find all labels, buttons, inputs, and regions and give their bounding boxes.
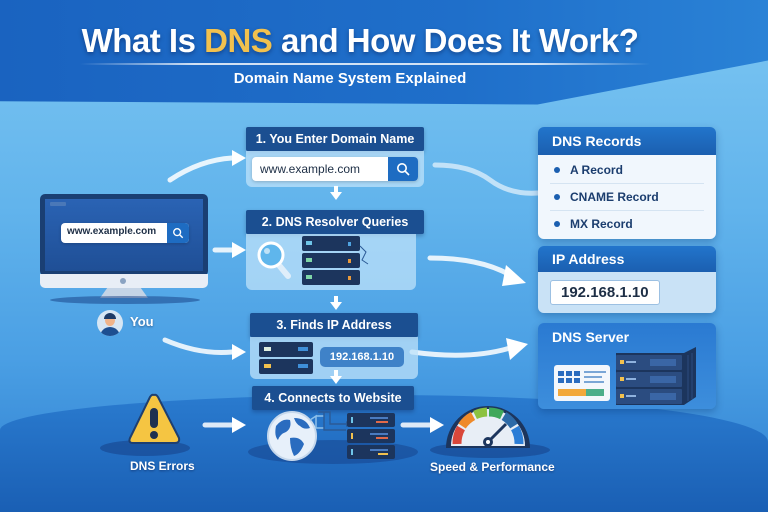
monitor: www.example.com	[40, 194, 208, 306]
arrow-step3-to-server	[409, 345, 513, 358]
arrowhead	[232, 344, 246, 360]
web-server-icon	[347, 413, 395, 459]
step-1-body: www.example.com	[246, 151, 424, 187]
arrow-step1-to-records	[432, 162, 541, 196]
dns-records-title: DNS Records	[538, 127, 716, 155]
resolver-server-icon	[302, 236, 369, 285]
server-icon	[259, 342, 313, 374]
browser-search-bar[interactable]: www.example.com	[61, 223, 189, 243]
step-2-title: 2. DNS Resolver Queries	[246, 210, 424, 234]
page-title: What Is DNS and How Does It Work?	[0, 22, 720, 60]
arrow-step2-to-ip	[427, 255, 513, 278]
monitor-screen: www.example.com	[40, 194, 208, 276]
step-4: 4. Connects to Website	[252, 386, 414, 410]
search-icon[interactable]	[167, 223, 189, 243]
arrowhead	[232, 150, 246, 166]
step-2: 2. DNS Resolver Queries	[246, 210, 424, 290]
dashboard-card-icon	[554, 365, 610, 401]
monitor-stand	[100, 288, 148, 298]
title-highlight: DNS	[204, 22, 273, 59]
step-3-title: 3. Finds IP Address	[250, 313, 418, 337]
globe-icon	[267, 411, 324, 461]
arrow-user-to-step1	[167, 155, 235, 183]
arrow-user-to-step3	[162, 337, 235, 355]
arrowhead	[502, 265, 526, 286]
page-subtitle: Domain Name System Explained	[233, 70, 467, 87]
dns-server-icon	[616, 347, 696, 405]
ip-address-title: IP Address	[538, 246, 716, 272]
ip-address-body: 192.168.1.10	[538, 272, 716, 313]
dns-server-title: DNS Server	[552, 329, 630, 345]
title-divider	[80, 63, 650, 65]
warning-icon	[128, 393, 181, 444]
monitor-shadow	[50, 296, 200, 304]
ip-address-value: 192.168.1.10	[550, 280, 660, 305]
dns-server-panel: DNS Server	[538, 323, 716, 409]
arrow-down-icon	[330, 370, 342, 384]
arrow-down-icon	[330, 296, 342, 310]
dns-records-list: A Record CNAME Record MX Record	[538, 155, 716, 239]
dns-record-item: CNAME Record	[550, 184, 704, 211]
step-1-title: 1. You Enter Domain Name	[246, 127, 424, 151]
speed-performance-label: Speed & Performance	[430, 460, 555, 474]
browser-url-text: www.example.com	[67, 226, 157, 237]
step-2-body	[246, 234, 416, 290]
title-text-pre: What Is	[81, 22, 205, 59]
resolved-ip-chip: 192.168.1.10	[320, 347, 404, 367]
ip-address-panel: IP Address 192.168.1.10	[538, 246, 716, 313]
monitor-chin	[40, 274, 208, 288]
speedometer-icon	[446, 406, 530, 448]
dns-records-panel: DNS Records A Record CNAME Record MX Rec…	[538, 127, 716, 239]
user-avatar	[97, 310, 123, 336]
search-icon[interactable]	[388, 157, 418, 181]
dns-record-item: A Record	[550, 157, 704, 184]
arrowhead	[430, 417, 444, 433]
step-4-title: 4. Connects to Website	[252, 386, 414, 410]
window-dots	[50, 202, 66, 206]
network-lines-icon	[318, 411, 350, 431]
arrowhead	[506, 338, 528, 360]
title-text-post: and How Does It Work?	[272, 22, 639, 59]
magnifier-icon	[257, 241, 291, 279]
domain-search-bar[interactable]: www.example.com	[252, 157, 418, 181]
arrow-down-icon	[330, 186, 342, 200]
arrowhead	[232, 242, 246, 258]
dns-errors-label: DNS Errors	[130, 459, 195, 473]
step-1: 1. You Enter Domain Name www.example.com	[246, 127, 424, 187]
dns-record-item: MX Record	[550, 211, 704, 237]
arrowhead	[232, 417, 246, 433]
user-label: You	[130, 314, 154, 329]
domain-input[interactable]: www.example.com	[260, 162, 361, 176]
